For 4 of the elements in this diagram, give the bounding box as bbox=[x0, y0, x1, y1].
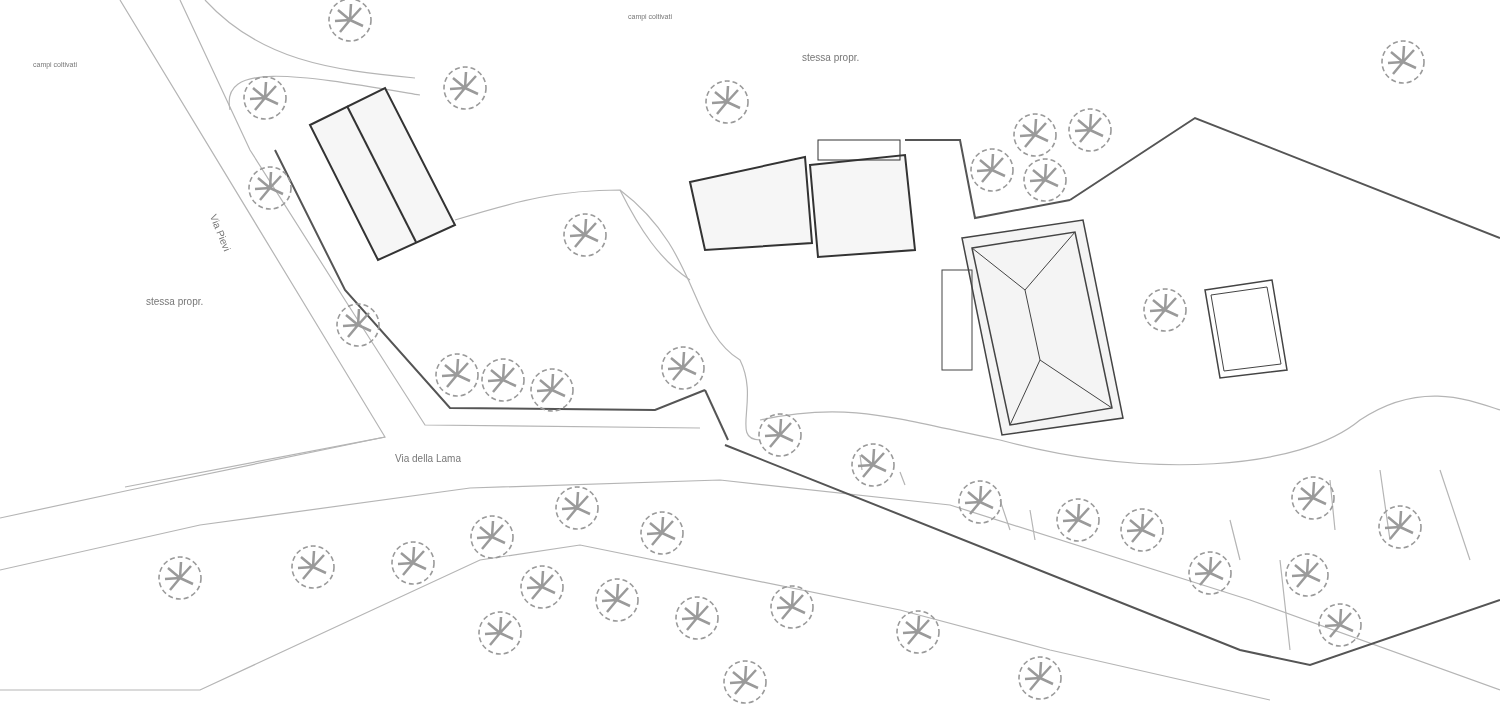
area-label: stessa propr. bbox=[802, 51, 860, 65]
area-label: stessa propr. bbox=[146, 295, 204, 309]
street-name: Via Pievi bbox=[206, 212, 234, 254]
area-label: Via della Lama bbox=[395, 452, 461, 466]
